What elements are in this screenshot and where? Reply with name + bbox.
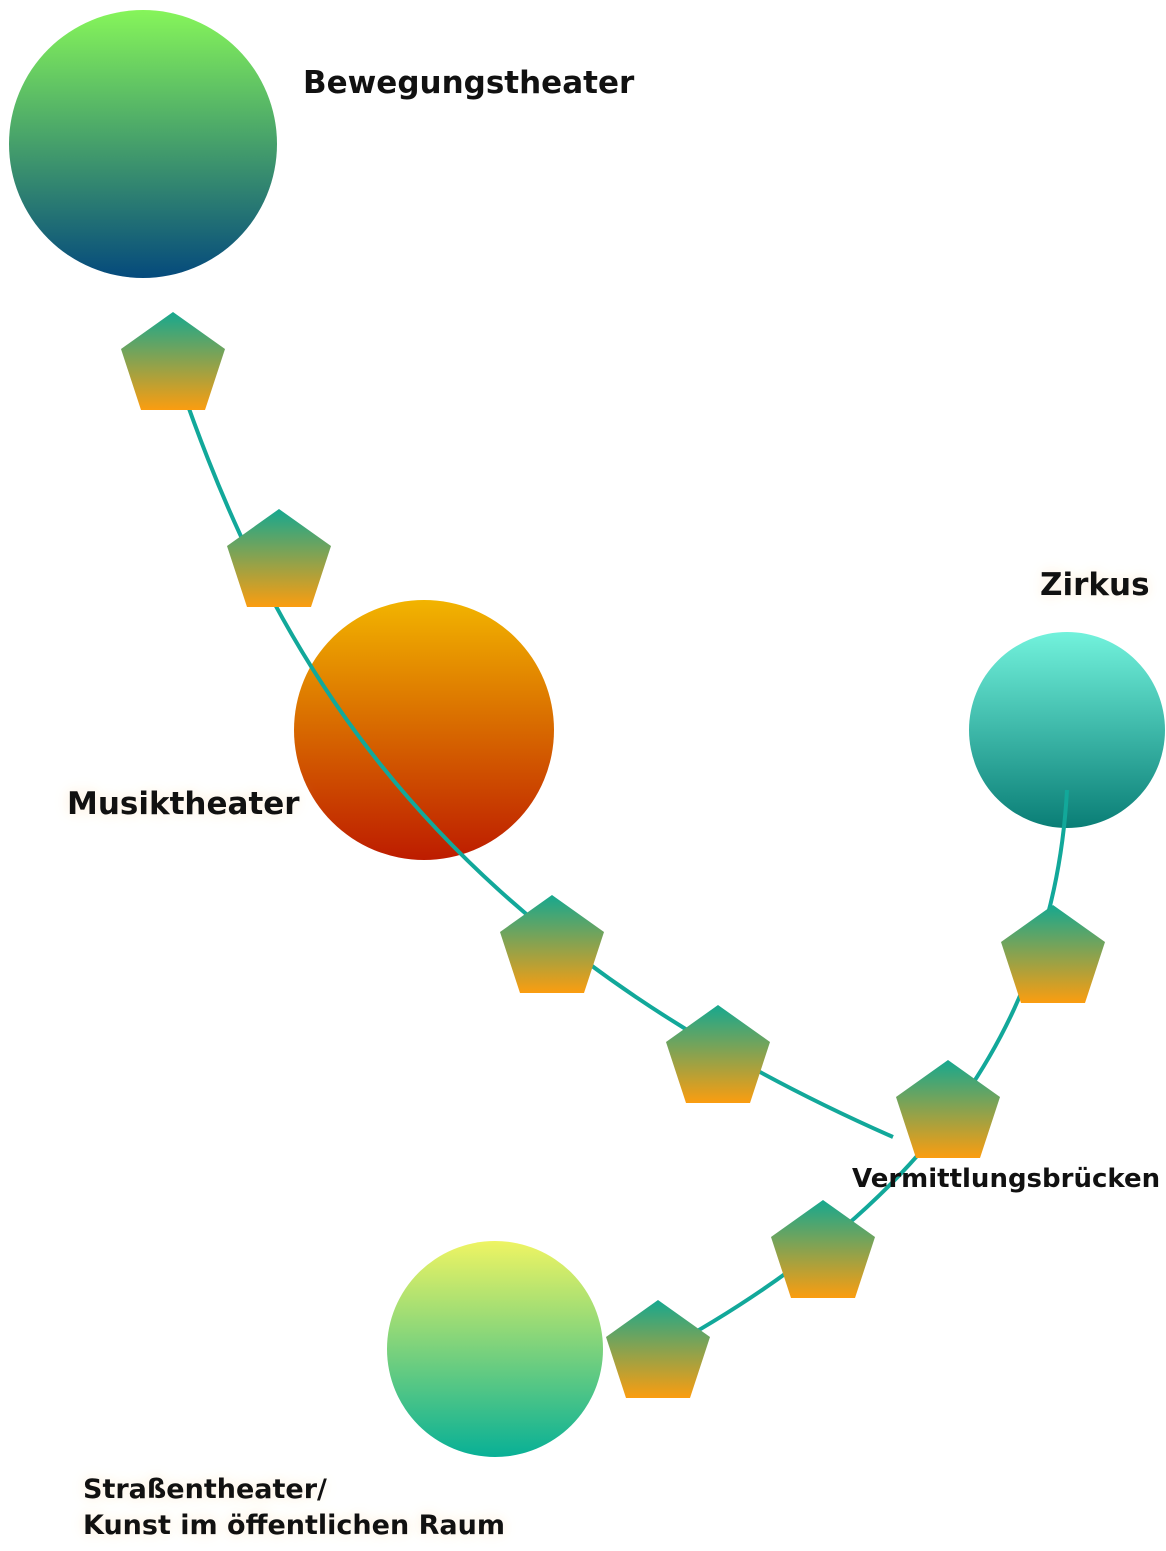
strassentheater-label-line2: Kunst im öffentlichen Raum — [83, 1510, 505, 1542]
bridge-pentagon-icon — [666, 1005, 770, 1103]
bewegungstheater-label: Bewegungstheater — [303, 65, 635, 101]
bewegungstheater-circle — [9, 10, 277, 278]
bridge-pentagon-icon — [1001, 905, 1105, 1003]
bridge-pentagon-icon — [896, 1060, 1000, 1158]
strassentheater-circle — [387, 1241, 603, 1457]
bridge-pentagon-icon — [227, 509, 331, 607]
vermittlungsbruecken-label: Vermittlungsbrücken — [852, 1164, 1161, 1194]
zirkus-label: Zirkus — [1040, 567, 1150, 603]
zirkus-circle — [969, 632, 1165, 828]
musiktheater-circle — [294, 600, 554, 860]
musiktheater-label: Musiktheater — [67, 786, 300, 822]
bridge-pentagon-icon — [606, 1300, 710, 1398]
strassentheater-label-line1: Straßentheater/ — [83, 1474, 327, 1505]
bridge-pentagon-icon — [500, 895, 604, 993]
bridge-pentagon-icon — [121, 312, 225, 410]
strassentheater-label: Straßentheater/ Kunst im öffentlichen Ra… — [83, 1472, 505, 1545]
